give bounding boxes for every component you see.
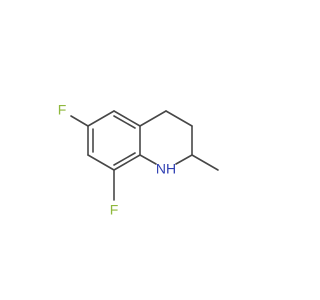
bond-c2-methyl — [191, 154, 219, 171]
bond-c4a-c4 — [139, 110, 167, 127]
bond-c4-c3 — [165, 110, 193, 127]
bond-c2-n1 — [175, 154, 193, 165]
structure-canvas: F F NH — [57, 101, 219, 218]
bond-c6-f — [70, 115, 89, 127]
bond-n1-c8a — [139, 154, 157, 165]
bond-c7-c8 — [87, 154, 115, 171]
fluorine-label-bottom: F — [110, 202, 119, 218]
molecule-diagram: F F NH — [58, 102, 219, 218]
bond-c4a-c5 — [113, 110, 141, 127]
double-bond-c8-c8a — [113, 152, 136, 166]
fluorine-label-top: F — [58, 102, 67, 118]
amine-label: NH — [156, 161, 176, 177]
bonds — [70, 110, 219, 201]
bond-c8-c8a — [113, 154, 141, 171]
double-bond-c4a-c5 — [113, 115, 136, 129]
bond-c5-c6 — [87, 110, 115, 127]
